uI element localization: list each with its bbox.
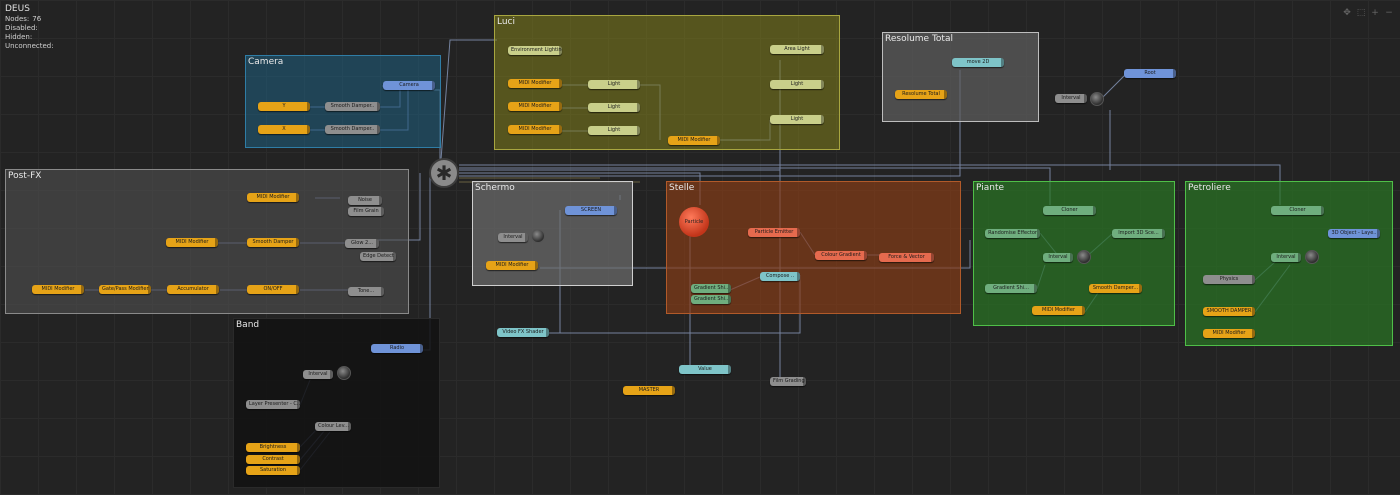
node-compose[interactable]: Compose .. xyxy=(760,272,800,281)
group-label-piante: Piante xyxy=(976,183,1005,193)
node-light-3[interactable]: Light xyxy=(588,126,640,135)
node-pet-midi[interactable]: MIDI Modifier xyxy=(1203,329,1255,338)
node-on-off[interactable]: ON/OFF xyxy=(247,285,299,294)
node-area-light[interactable]: Area Light xyxy=(770,45,824,54)
view-toolbar: ✥ ⬚ + − xyxy=(1342,8,1394,18)
node-light-2[interactable]: Light xyxy=(588,103,640,112)
node-camera[interactable]: Camera xyxy=(383,81,435,90)
group-label-stelle: Stelle xyxy=(669,183,695,193)
node-resolume-total[interactable]: Resolume Total xyxy=(895,90,947,99)
node-accumulator[interactable]: Accumulator xyxy=(167,285,219,294)
nodes-label: Nodes: xyxy=(5,15,30,23)
fit-icon[interactable]: ⬚ xyxy=(1356,8,1366,18)
node-screen[interactable]: SCREEN xyxy=(565,206,617,215)
group-piante[interactable]: Piante xyxy=(973,181,1175,326)
node-move-2d[interactable]: move 2D xyxy=(952,58,1004,67)
node-brightness[interactable]: Brightness xyxy=(246,443,300,452)
node-smooth-damper-1[interactable]: Smooth Damper.. xyxy=(325,102,380,111)
interval-knob-icon[interactable] xyxy=(1090,92,1104,106)
node-film-grain[interactable]: Film Grain xyxy=(348,207,384,216)
node-environment-lighting[interactable]: Environment Lighting xyxy=(508,46,562,55)
band-knob-icon[interactable] xyxy=(337,366,351,380)
node-contrast[interactable]: Contrast xyxy=(246,455,300,464)
node-3d-object[interactable]: 3D Object - Laye.. xyxy=(1328,229,1380,238)
node-import-3d-scene[interactable]: Import 3D Sce... xyxy=(1112,229,1165,238)
node-luci-midi-3[interactable]: MIDI Modifier xyxy=(508,125,562,134)
gear-icon[interactable]: ✱ xyxy=(429,158,459,188)
group-label-postfx: Post-FX xyxy=(8,171,42,181)
node-film-grading[interactable]: Film Grading xyxy=(770,377,806,386)
zoom-in-icon[interactable]: + xyxy=(1371,8,1379,18)
node-light-1[interactable]: Light xyxy=(588,80,640,89)
node-gradient-shift-1[interactable]: Gradient Shi.. xyxy=(691,284,731,293)
node-camera-y[interactable]: Y xyxy=(258,102,310,111)
nodes-count: 76 xyxy=(32,15,42,23)
node-colour-levels[interactable]: Colour Lev... xyxy=(315,422,351,431)
stats-panel: DEUS Nodes:76 Disabled: Hidden: Unconnec… xyxy=(5,4,54,51)
node-gradient-shift-2[interactable]: Gradient Shi.. xyxy=(691,295,731,304)
hidden-label: Hidden: xyxy=(5,33,33,41)
move-icon[interactable]: ✥ xyxy=(1343,8,1351,18)
group-label-resolume: Resolume Total xyxy=(885,34,953,44)
group-label-schermo: Schermo xyxy=(475,183,515,193)
node-particle-emitter[interactable]: Particle Emitter xyxy=(748,228,800,237)
node-piante-gradient[interactable]: Gradient Shi... xyxy=(985,284,1037,293)
node-schermo-midi[interactable]: MIDI Modifier xyxy=(486,261,538,270)
node-smooth-damper-2[interactable]: Smooth Damper.. xyxy=(325,125,380,134)
node-pfx-smooth[interactable]: Smooth Damper xyxy=(247,238,299,247)
node-piante-midi[interactable]: MIDI Modifier xyxy=(1032,306,1085,315)
group-label-band: Band xyxy=(236,320,260,330)
piante-knob-icon[interactable] xyxy=(1077,250,1091,264)
disabled-label: Disabled: xyxy=(5,24,38,32)
particle-label: Particle xyxy=(684,219,704,225)
unconnected-label: Unconnected: xyxy=(5,42,54,50)
node-force-vector[interactable]: Force & Vector xyxy=(879,253,934,262)
node-gate-modifier[interactable]: Gate/Pass Modifier xyxy=(99,285,151,294)
group-label-camera: Camera xyxy=(248,57,284,67)
node-saturation[interactable]: Saturation xyxy=(246,466,300,475)
petroliere-knob-icon[interactable] xyxy=(1305,250,1319,264)
node-light-5[interactable]: Light xyxy=(770,115,824,124)
node-randomise-effector[interactable]: Randomise Effector xyxy=(985,229,1040,238)
group-resolume[interactable]: Resolume Total xyxy=(882,32,1039,122)
node-piante-interval[interactable]: Interval xyxy=(1043,253,1073,262)
node-light-4[interactable]: Light xyxy=(770,80,824,89)
node-piante-smooth[interactable]: Smooth Damper... xyxy=(1089,284,1142,293)
schermo-knob-icon[interactable] xyxy=(531,229,545,243)
node-glow[interactable]: Glow 2... xyxy=(345,239,379,248)
node-pfx-midi-3[interactable]: MIDI Modifier xyxy=(32,285,84,294)
group-schermo[interactable]: Schermo xyxy=(472,181,633,286)
node-pfx-midi-1[interactable]: MIDI Modifier xyxy=(247,193,299,202)
node-video-fx-shader[interactable]: Video FX Shader xyxy=(497,328,549,337)
node-root[interactable]: Root xyxy=(1124,69,1176,78)
node-value[interactable]: Value xyxy=(679,365,731,374)
node-edge-detect[interactable]: Edge Detect xyxy=(360,252,396,261)
node-luci-midi-1[interactable]: MIDI Modifier xyxy=(508,79,562,88)
node-luci-midi-4[interactable]: MIDI Modifier xyxy=(668,136,720,145)
node-schermo-interval[interactable]: Interval xyxy=(498,233,528,242)
node-master[interactable]: MASTER xyxy=(623,386,675,395)
node-band-interval[interactable]: Interval xyxy=(303,370,333,379)
node-pfx-midi-2[interactable]: MIDI Modifier xyxy=(166,238,218,247)
group-label-petroliere: Petroliere xyxy=(1188,183,1231,193)
node-noise[interactable]: Noise xyxy=(348,196,382,205)
node-piante-cloner[interactable]: Cloner xyxy=(1043,206,1096,215)
node-colour-gradient[interactable]: Colour Gradient xyxy=(815,251,867,260)
node-pet-interval[interactable]: Interval xyxy=(1271,253,1301,262)
node-camera-x[interactable]: X xyxy=(258,125,310,134)
node-pet-smooth[interactable]: SMOOTH DAMPER xyxy=(1203,307,1255,316)
node-pet-cloner[interactable]: Cloner xyxy=(1271,206,1324,215)
zoom-out-icon[interactable]: − xyxy=(1385,8,1393,18)
node-interval-top[interactable]: Interval xyxy=(1055,94,1087,103)
node-layer-presenter[interactable]: Layer Presenter - C... xyxy=(246,400,300,409)
node-physics[interactable]: Physics xyxy=(1203,275,1255,284)
project-title: DEUS xyxy=(5,4,30,14)
node-radio[interactable]: Radio xyxy=(371,344,423,353)
node-luci-midi-2[interactable]: MIDI Modifier xyxy=(508,102,562,111)
particle-sphere-icon[interactable]: Particle xyxy=(679,207,709,237)
group-label-luci: Luci xyxy=(497,17,516,27)
node-tone[interactable]: Tone... xyxy=(348,287,384,296)
